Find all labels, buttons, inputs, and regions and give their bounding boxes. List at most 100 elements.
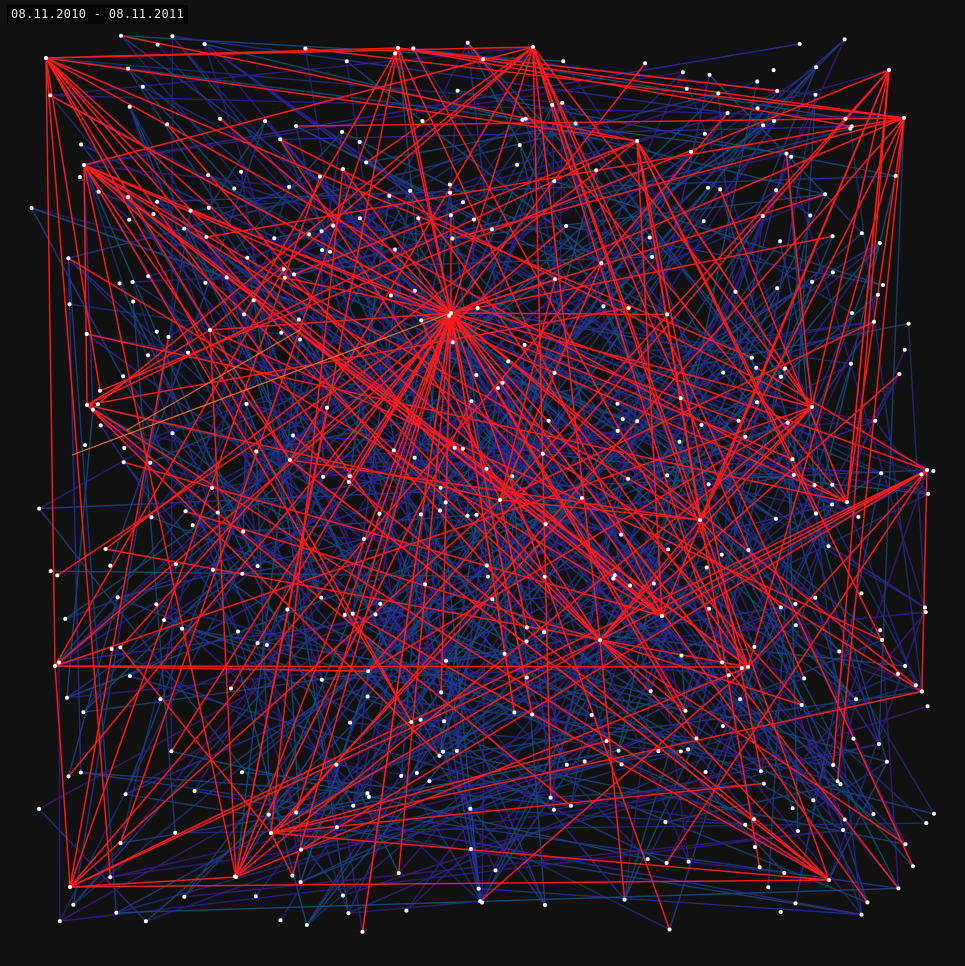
graph-node [679, 653, 684, 658]
graph-edge-active [126, 329, 301, 431]
graph-edge [665, 783, 841, 823]
graph-node [733, 289, 738, 294]
graph-node [813, 92, 818, 97]
graph-node [292, 272, 296, 277]
graph-node [626, 306, 631, 310]
graph-node [542, 574, 547, 579]
graph-edge [565, 225, 884, 286]
graph-node [448, 190, 453, 195]
graph-node [666, 547, 671, 552]
graph-node [931, 469, 936, 473]
graph-node [910, 864, 915, 869]
graph-node [170, 34, 175, 39]
graph-edge-highlight [293, 140, 638, 276]
graph-node [719, 552, 724, 557]
graph-node [404, 908, 409, 913]
graph-node [411, 46, 416, 51]
graph-node [879, 471, 884, 476]
graph-node [573, 121, 578, 126]
graph-edge [72, 210, 192, 905]
graph-node [399, 773, 404, 778]
graph-edge-highlight [409, 190, 749, 668]
graph-node [365, 694, 370, 699]
graph-edge [83, 164, 297, 813]
graph-node [396, 46, 400, 50]
graph-edge-highlight [394, 53, 452, 314]
graph-edge-highlight [45, 57, 291, 461]
graph-edge [479, 156, 792, 902]
graph-node [702, 131, 707, 136]
graph-node [826, 544, 831, 549]
graph-node [694, 736, 699, 741]
graph-node [251, 298, 256, 303]
graph-node [37, 506, 42, 511]
graph-node [758, 769, 763, 774]
graph-node [64, 695, 69, 700]
graph-node [635, 419, 640, 424]
graph-node [925, 468, 929, 472]
graph-edge [181, 627, 686, 712]
graph-edge-highlight [499, 499, 528, 628]
graph-node [626, 476, 631, 481]
graph-node [827, 878, 831, 882]
graph-node [720, 724, 725, 729]
graph-edge [225, 277, 497, 871]
graph-node [378, 601, 383, 606]
graph-node [348, 720, 353, 725]
graph-edge-highlight [54, 268, 285, 667]
graph-node [837, 649, 842, 654]
graph-node [524, 675, 529, 680]
graph-node [620, 417, 625, 421]
graph-node [924, 821, 929, 826]
graph-node [272, 236, 277, 241]
graph-node [859, 231, 864, 236]
graph-node [779, 374, 783, 379]
graph-node [897, 372, 902, 376]
graph-node [643, 61, 648, 66]
graph-node [791, 472, 796, 477]
graph-node [660, 614, 664, 618]
graph-node [648, 689, 653, 694]
graph-node [859, 912, 864, 917]
graph-node [881, 283, 885, 288]
graph-node [210, 485, 214, 490]
graph-edge [120, 35, 777, 520]
graph-edge-highlight [284, 276, 452, 314]
graph-nodes [29, 33, 936, 934]
graph-node [926, 491, 931, 496]
graph-node [579, 496, 584, 500]
graph-node [873, 418, 878, 423]
graph-node [296, 317, 301, 322]
graph-node [412, 288, 417, 293]
graph-node [841, 828, 846, 832]
graph-node [757, 865, 762, 870]
graph-edge [350, 721, 834, 766]
graph-node [546, 418, 551, 423]
graph-edge-highlight [397, 47, 852, 128]
graph-node [55, 573, 60, 578]
graph-node [285, 607, 290, 612]
graph-edge [189, 210, 381, 605]
graph-node [154, 602, 159, 607]
graph-node [418, 717, 423, 722]
graph-node [797, 41, 802, 46]
graph-edge-highlight [83, 164, 793, 460]
graph-edge [554, 321, 875, 374]
graph-edge [49, 94, 206, 284]
graph-edge [467, 42, 813, 408]
graph-node [103, 547, 108, 551]
graph-node [814, 65, 819, 70]
graph-edge [67, 258, 82, 773]
graph-node [131, 299, 136, 304]
graph-edge-highlight [499, 69, 890, 501]
graph-edge [204, 43, 833, 506]
graph-node [48, 569, 53, 574]
graph-edge-highlight [279, 138, 813, 408]
graph-node [664, 861, 669, 865]
graph-node [365, 791, 370, 796]
graph-node [489, 227, 494, 232]
graph-node [902, 116, 906, 120]
graph-node [253, 894, 258, 899]
graph-edge-highlight [119, 646, 272, 834]
graph-node [720, 660, 725, 665]
